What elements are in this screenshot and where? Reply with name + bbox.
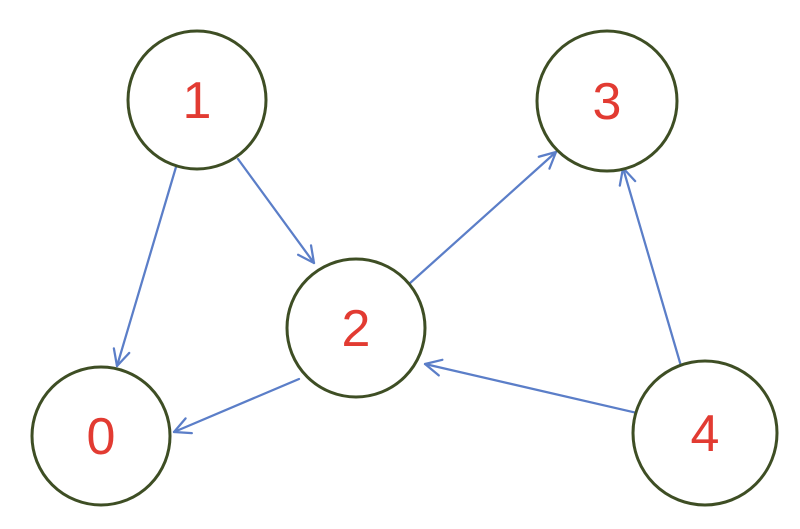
node-label-4: 4 <box>691 405 720 463</box>
graph-node-3: 3 <box>535 29 679 173</box>
edge-arrow-2-3 <box>407 150 558 286</box>
edge-arrow-4-3 <box>618 166 683 368</box>
nodes-layer: 0 1 2 3 4 <box>30 29 779 507</box>
edge-arrow-1-0 <box>112 165 178 368</box>
node-label-2: 2 <box>342 300 371 358</box>
node-circle-0 <box>30 365 172 507</box>
node-circle-1 <box>126 29 268 171</box>
graph-node-4: 4 <box>631 359 779 507</box>
graph-node-0: 0 <box>30 365 172 507</box>
edge-arrow-4-2 <box>423 358 639 415</box>
edge-arrow-2-0 <box>172 377 301 435</box>
edge-arrow-1-2 <box>236 157 316 265</box>
node-label-1: 1 <box>183 72 212 130</box>
graph-node-1: 1 <box>126 29 268 171</box>
node-circle-4 <box>631 359 779 507</box>
node-circle-2 <box>285 257 427 399</box>
graph-node-2: 2 <box>285 257 427 399</box>
edges-layer <box>112 150 683 435</box>
node-label-0: 0 <box>87 408 116 466</box>
node-circle-3 <box>535 29 679 173</box>
node-label-3: 3 <box>593 73 622 131</box>
